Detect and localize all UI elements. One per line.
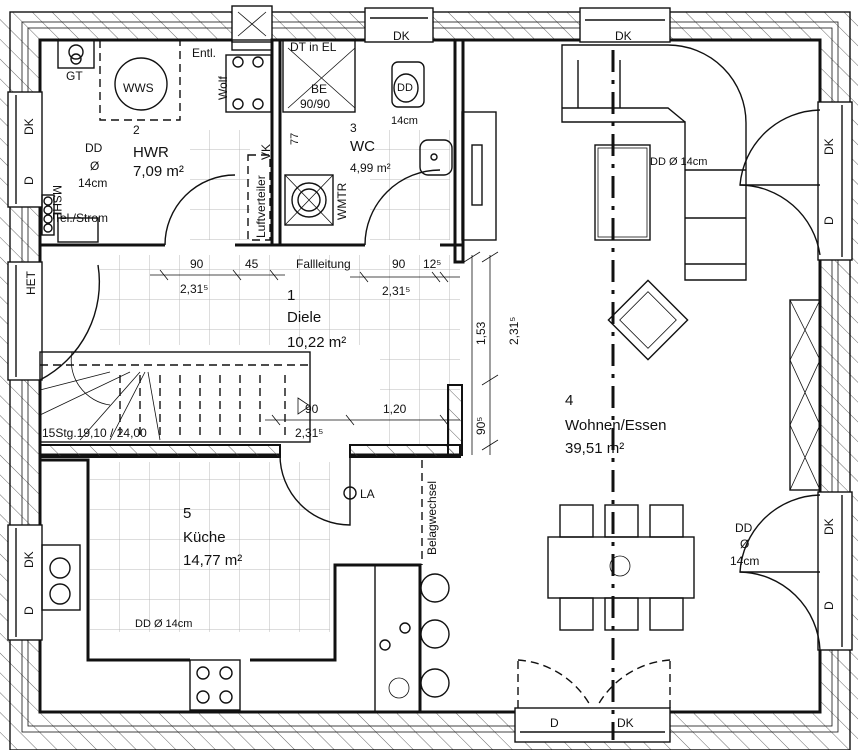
- svg-text:DK: DK: [22, 551, 36, 568]
- svg-text:DD: DD: [735, 521, 753, 535]
- svg-text:DD: DD: [85, 141, 103, 155]
- svg-text:4: 4: [565, 392, 573, 409]
- svg-text:4,99 m²: 4,99 m²: [350, 161, 391, 175]
- svg-text:D: D: [822, 216, 836, 225]
- staircase: [39, 351, 311, 443]
- svg-text:90/90: 90/90: [300, 97, 330, 111]
- svg-text:45: 45: [245, 257, 259, 271]
- svg-text:Fallleitung: Fallleitung: [296, 257, 351, 271]
- svg-text:3: 3: [350, 121, 357, 135]
- svg-text:DD Ø 14cm: DD Ø 14cm: [135, 618, 192, 630]
- svg-text:90: 90: [392, 257, 406, 271]
- svg-text:14cm: 14cm: [391, 115, 418, 127]
- svg-text:90⁵: 90⁵: [474, 417, 488, 435]
- windows: [7, 5, 853, 743]
- svg-text:D: D: [22, 176, 36, 185]
- svg-text:DK: DK: [22, 118, 36, 135]
- svg-text:D: D: [550, 716, 559, 730]
- wc-fixtures: [391, 61, 453, 176]
- svg-text:Wohnen/Essen: Wohnen/Essen: [565, 417, 666, 434]
- svg-text:2,31⁵: 2,31⁵: [180, 282, 208, 296]
- svg-text:DD: DD: [397, 82, 413, 94]
- svg-text:LA: LA: [360, 487, 375, 501]
- svg-text:1,20: 1,20: [383, 402, 407, 416]
- svg-text:Wolf: Wolf: [216, 76, 230, 100]
- svg-text:2,31⁵: 2,31⁵: [295, 426, 323, 440]
- svg-text:10,22 m²: 10,22 m²: [287, 334, 346, 351]
- svg-text:7,09 m²: 7,09 m²: [133, 163, 184, 180]
- room-label-wc: 3 WC 4,99 m²: [350, 121, 391, 175]
- svg-text:D: D: [822, 601, 836, 610]
- room-label-diele: 1 Diele 10,22 m²: [287, 287, 346, 351]
- doors: [39, 109, 821, 708]
- svg-text:15Stg.19,10 / 24,00: 15Stg.19,10 / 24,00: [42, 426, 147, 440]
- svg-text:DK: DK: [615, 29, 632, 43]
- svg-text:90: 90: [190, 257, 204, 271]
- svg-text:14cm: 14cm: [78, 176, 107, 190]
- svg-text:2: 2: [133, 123, 140, 137]
- svg-text:Ø: Ø: [740, 537, 749, 551]
- svg-text:Ø: Ø: [90, 159, 99, 173]
- hwr-equipment: [41, 39, 356, 243]
- svg-text:Luftverteiler: Luftverteiler: [254, 175, 268, 238]
- room-label-kueche: 5 Küche 14,77 m²: [183, 505, 242, 569]
- floor-tiles: [90, 130, 460, 632]
- svg-text:1,53: 1,53: [474, 321, 488, 345]
- svg-text:14cm: 14cm: [730, 554, 759, 568]
- svg-text:MSHE: MSHE: [50, 185, 64, 220]
- svg-text:VK: VK: [259, 144, 273, 160]
- svg-text:WMTR: WMTR: [335, 182, 349, 220]
- room-label-hwr: 2 HWR 7,09 m²: [133, 123, 184, 180]
- svg-text:90: 90: [305, 402, 319, 416]
- svg-text:DK: DK: [393, 29, 410, 43]
- svg-text:DD Ø 14cm: DD Ø 14cm: [650, 156, 707, 168]
- dimension-lines: [150, 251, 499, 455]
- svg-text:14,77 m²: 14,77 m²: [183, 552, 242, 569]
- svg-text:5: 5: [183, 505, 191, 522]
- svg-text:2,31⁵: 2,31⁵: [507, 317, 521, 345]
- dimension-labels: 90 45 2,31⁵ 90 12⁵ 2,31⁵ 1,53 2,31⁵ 90⁵ …: [180, 257, 521, 440]
- living-furniture: [461, 44, 747, 740]
- svg-text:1: 1: [287, 287, 295, 304]
- svg-text:DK: DK: [822, 518, 836, 535]
- svg-text:DK: DK: [822, 138, 836, 155]
- svg-text:77: 77: [289, 133, 301, 145]
- svg-text:WWS: WWS: [123, 81, 154, 95]
- svg-text:Küche: Küche: [183, 529, 226, 546]
- water-heater-icon: [114, 57, 168, 111]
- room-label-wohnen-essen: 4 Wohnen/Essen 39,51 m²: [565, 392, 666, 457]
- svg-text:39,51 m²: 39,51 m²: [565, 440, 624, 457]
- svg-text:D: D: [22, 606, 36, 615]
- svg-text:HWR: HWR: [133, 144, 169, 161]
- svg-text:Entl.: Entl.: [192, 46, 216, 60]
- svg-text:BE: BE: [311, 82, 327, 96]
- svg-text:Tel./Strom: Tel./Strom: [54, 211, 108, 225]
- svg-text:12⁵: 12⁵: [423, 257, 441, 271]
- kitchen-counters: [40, 458, 450, 712]
- svg-text:WC: WC: [350, 138, 375, 155]
- annotations: GT WWS Entl. Wolf DT in EL BE 90/90 MSHE…: [22, 29, 836, 730]
- svg-text:Diele: Diele: [287, 309, 321, 326]
- svg-text:DT in EL: DT in EL: [290, 40, 337, 54]
- svg-text:2,31⁵: 2,31⁵: [382, 284, 410, 298]
- svg-text:DK: DK: [617, 716, 634, 730]
- svg-text:Belagwechsel: Belagwechsel: [425, 481, 439, 555]
- svg-text:GT: GT: [66, 69, 83, 83]
- svg-text:HET: HET: [24, 270, 38, 295]
